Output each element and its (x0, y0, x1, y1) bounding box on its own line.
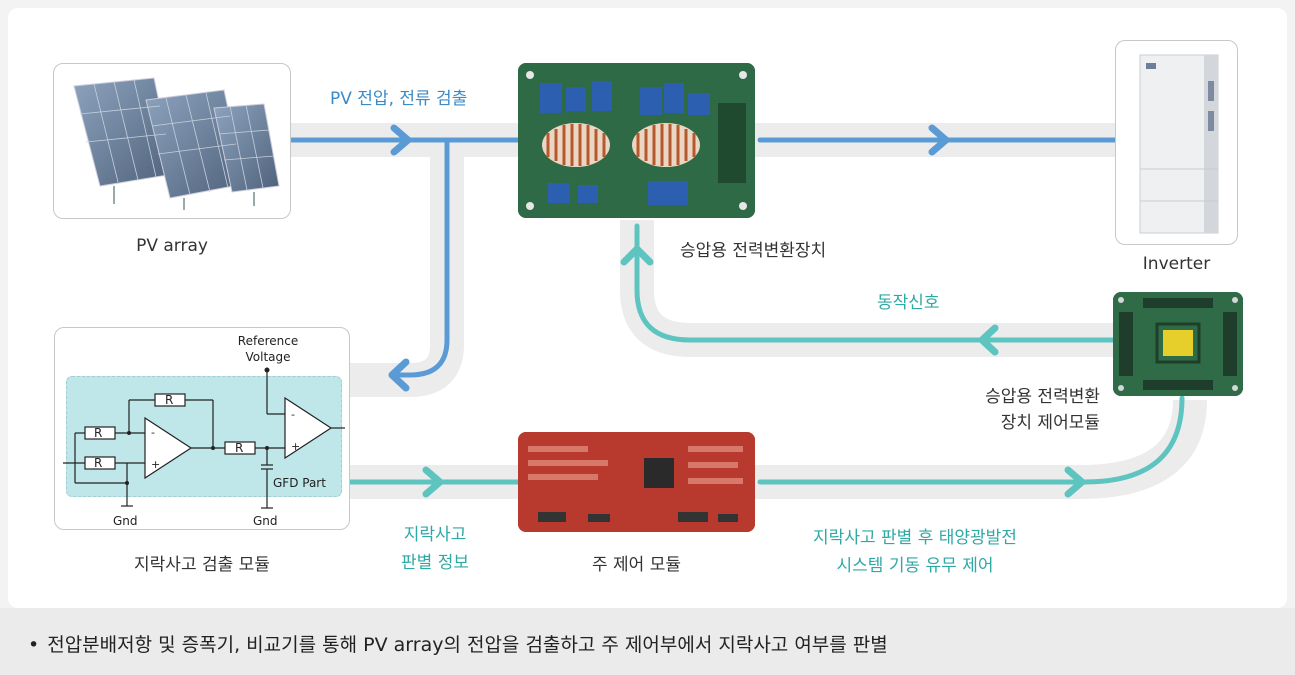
pv-array-label: PV array (136, 236, 208, 256)
booster-control-label-line1: 승압용 전력변환 (985, 387, 1100, 407)
main-board-icon (518, 432, 755, 532)
arrow-pv-to-booster (390, 124, 412, 156)
footer-text: • 전압분배저항 및 증폭기, 비교기를 통해 PV array의 전압을 검출하… (28, 630, 888, 657)
gfd-part-label: GFD Part (273, 476, 326, 490)
control-board-icon (1113, 292, 1243, 396)
reference-label-line1: Reference (237, 334, 299, 348)
arrow-fault-to-main (422, 466, 444, 498)
arrow-booster-to-inverter (928, 124, 950, 156)
inverter-label: Inverter (1142, 254, 1211, 274)
footer-description: 전압분배저항 및 증폭기, 비교기를 통해 PV array의 전압을 검출하고… (47, 634, 888, 656)
resistor-1: R (94, 426, 103, 440)
reference-label-line2: Voltage (245, 350, 291, 364)
footer-note: • 전압분배저항 및 증폭기, 비교기를 통해 PV array의 전압을 검출하… (0, 608, 1295, 675)
opamp1-minus: - (151, 426, 155, 439)
system-control-line1: 지락사고 판별 후 태양광발전 (813, 528, 1017, 548)
bullet-icon: • (28, 634, 40, 656)
opamp2-minus: - (291, 408, 295, 421)
arrow-to-fault-module (388, 358, 410, 392)
resistor-3: R (235, 441, 244, 455)
solar-panel-icon (73, 77, 280, 210)
inverter-icon (1139, 54, 1219, 234)
booster-control-label-line2: 장치 제어모듈 (1000, 413, 1100, 433)
operation-signal-label: 동작신호 (877, 293, 940, 313)
gf-info-label: 지락사고 판별 정보 (385, 521, 485, 577)
connection-lines (289, 123, 1207, 499)
main-control-label: 주 제어 모듈 (591, 555, 681, 575)
system-control-label: 지락사고 판별 후 태양광발전 시스템 기동 유무 제어 (790, 524, 1040, 580)
ground-fault-module-label: 지락사고 검출 모듈 (134, 555, 270, 575)
booster-label: 승압용 전력변환장치 (680, 241, 827, 261)
arrow-control-to-signal (978, 324, 999, 356)
opamp1-plus: + (151, 458, 160, 471)
gf-info-line2: 판별 정보 (401, 553, 469, 573)
gnd-label-1: Gnd (113, 514, 138, 528)
main-control-module-image (518, 432, 755, 532)
booster-control-label: 승압용 전력변환 장치 제어모듈 (965, 384, 1100, 436)
pv-sense-label: PV 전압, 전류 검출 (330, 89, 468, 109)
booster-control-module-image (1113, 292, 1243, 396)
arrow-signal-to-booster (620, 245, 654, 266)
reference-voltage-label: Reference Voltage (233, 333, 303, 365)
opamp2-plus: + (291, 440, 300, 453)
inverter-box (1115, 40, 1238, 245)
gf-info-line1: 지락사고 (403, 525, 467, 545)
arrow-main-to-control (1064, 466, 1086, 498)
booster-converter-image (518, 63, 755, 218)
resistor-2: R (94, 456, 103, 470)
gnd-label-2: Gnd (253, 514, 278, 528)
circuit-board-icon (518, 63, 755, 218)
resistor-feedback: R (165, 393, 174, 407)
pv-array-box (53, 63, 291, 219)
ground-fault-module-box: - + - + Reference Voltage R R R R GFD Pa… (54, 327, 350, 530)
circuit-schematic: - + - + (63, 367, 345, 509)
system-control-line2: 시스템 기동 유무 제어 (836, 556, 994, 576)
